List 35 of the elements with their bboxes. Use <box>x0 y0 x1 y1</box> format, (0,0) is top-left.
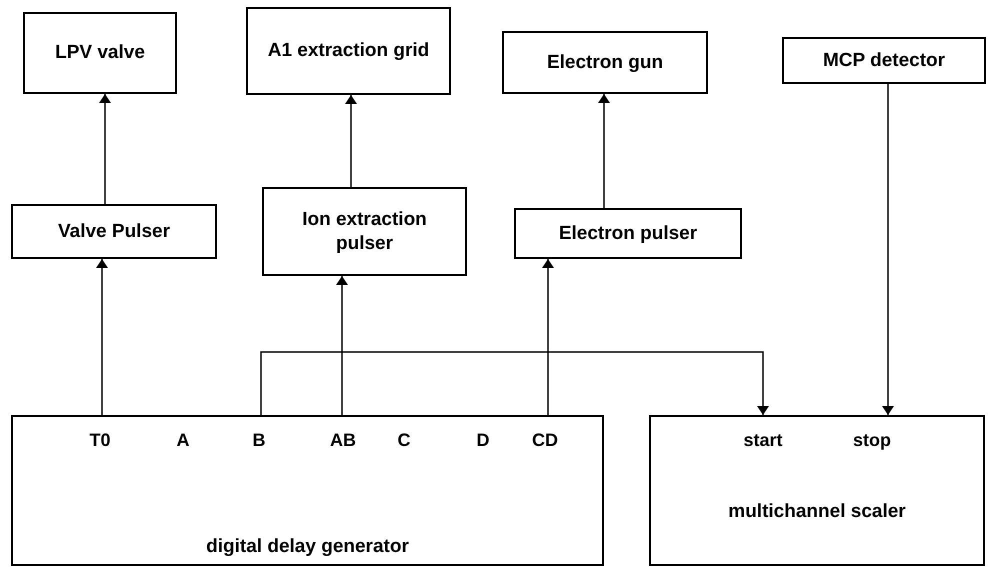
block-box <box>782 37 986 84</box>
block-label: Ion extraction pulser <box>301 208 428 256</box>
arrow <box>600 94 608 208</box>
port-label: C <box>386 417 422 450</box>
block-label: LPV valve <box>55 41 145 65</box>
port-label: AB <box>325 417 361 450</box>
block-label: Electron pulser <box>558 222 698 246</box>
port-label: D <box>465 417 501 450</box>
block-box <box>11 415 604 566</box>
block-box <box>23 12 177 94</box>
block-box <box>11 204 217 259</box>
block-label: multichannel scaler <box>728 500 906 524</box>
block-box <box>514 208 742 259</box>
port-label: B <box>241 417 277 450</box>
port-label: stop <box>845 417 899 450</box>
port-label: CD <box>527 417 563 450</box>
block-box <box>246 7 451 95</box>
arrow <box>338 276 346 415</box>
block-label: Valve Pulser <box>58 220 170 244</box>
block-label: Electron gun <box>546 50 664 74</box>
block-box <box>262 187 467 276</box>
arrow <box>100 94 110 204</box>
block-label: A1 extraction grid <box>268 39 430 63</box>
arrow <box>884 84 892 415</box>
arrow <box>544 259 552 415</box>
block-label: digital delay generator <box>206 535 409 559</box>
arrow <box>346 95 356 187</box>
port-label: start <box>736 417 790 450</box>
block-box <box>649 415 985 566</box>
port-label: T0 <box>82 417 118 450</box>
arrow <box>260 351 768 415</box>
port-label: A <box>165 417 201 450</box>
block-label: MCP detector <box>822 48 946 72</box>
block-box <box>502 31 708 94</box>
arrow <box>98 259 106 415</box>
